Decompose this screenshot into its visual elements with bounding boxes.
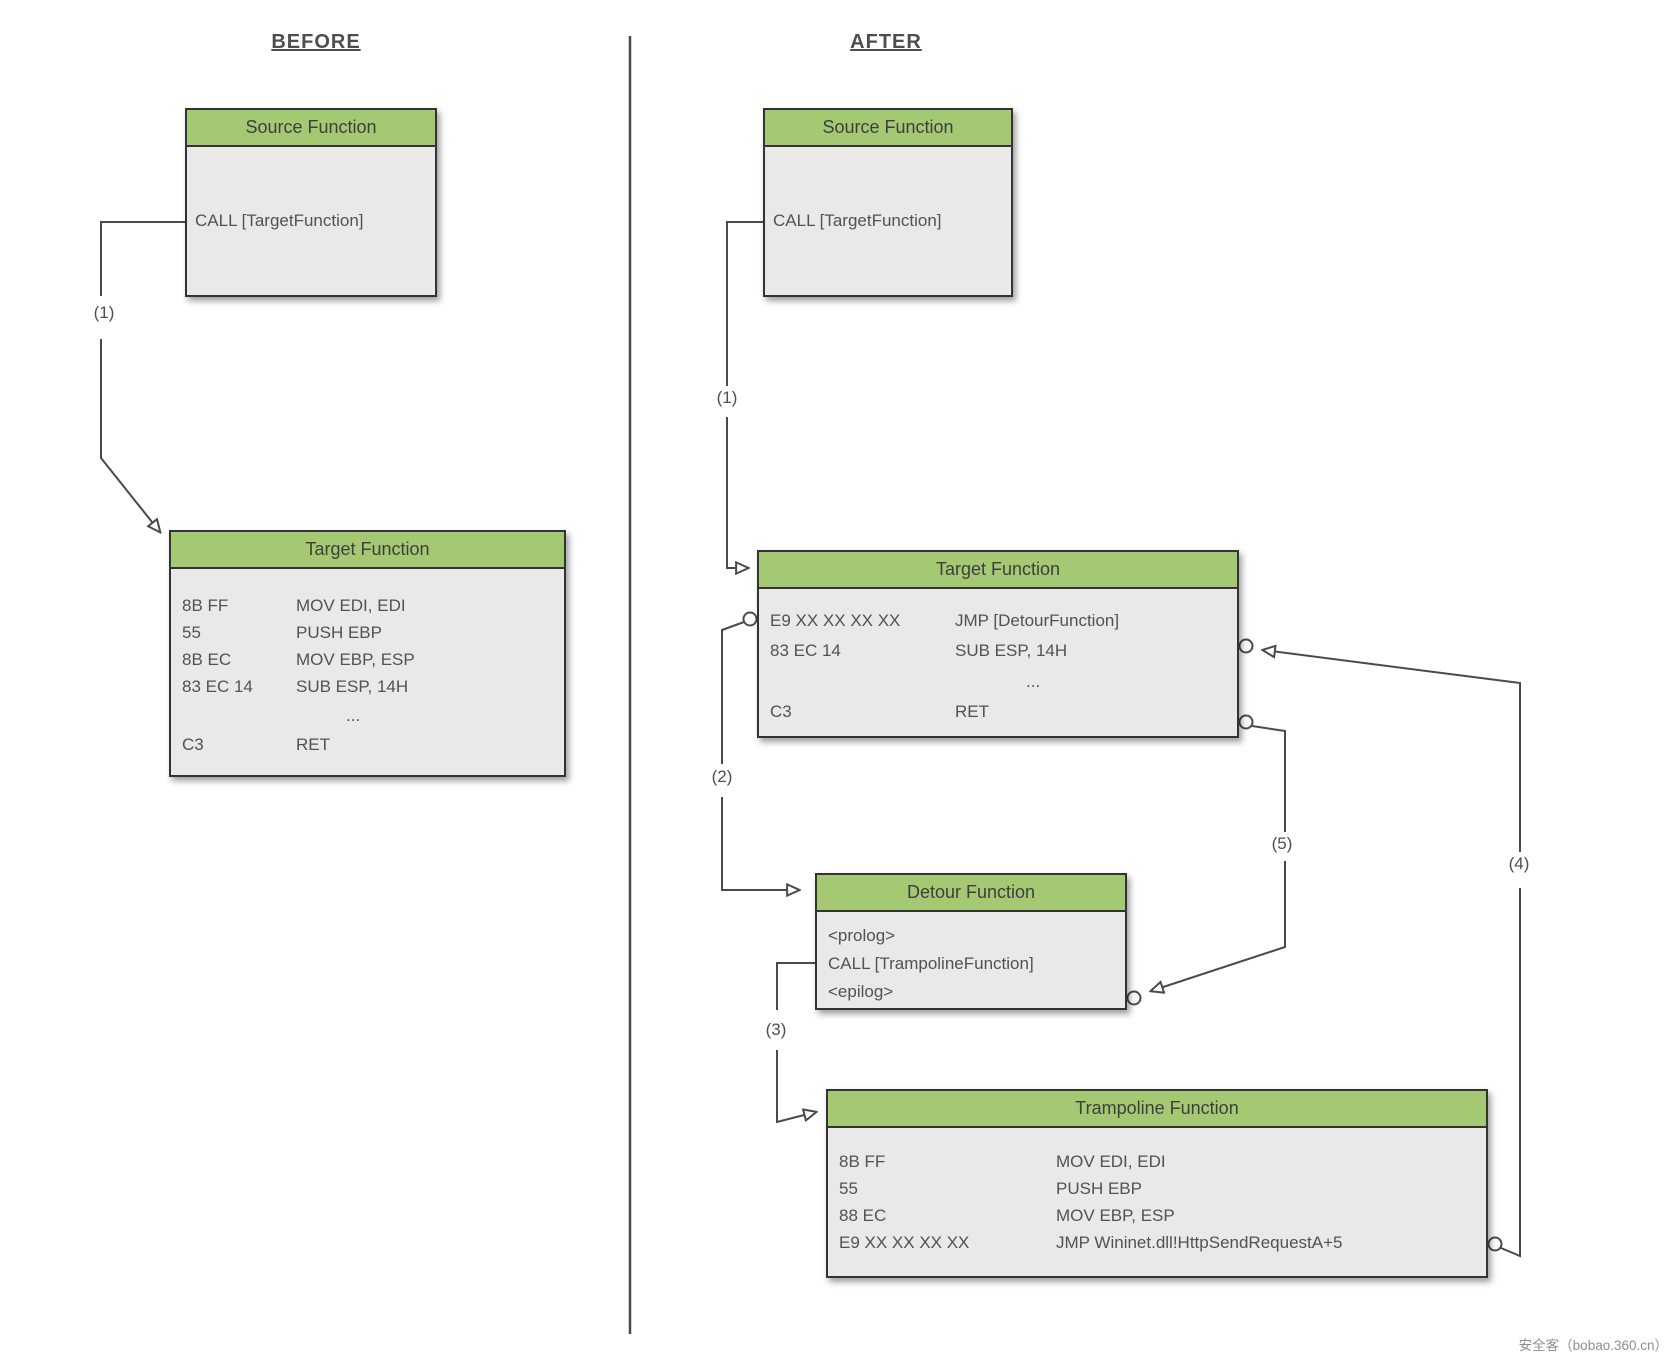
- step-label-1-after: (1): [716, 388, 738, 407]
- asm-mnemonic: RET: [955, 702, 989, 721]
- step-label-1-before: (1): [93, 303, 115, 322]
- asm-row: 88 EC MOV EBP, ESP: [839, 1202, 1486, 1229]
- asm-bytes: 8B EC: [182, 650, 232, 669]
- before-source-call-instruction: CALL [TargetFunction]: [195, 211, 364, 230]
- asm-row: 55 PUSH EBP: [182, 619, 564, 646]
- after-call-arrow: [726, 417, 748, 568]
- asm-bytes: 83 EC 14: [182, 677, 253, 696]
- before-target-function-header: Target Function: [171, 532, 564, 569]
- asm-mnemonic: SUB ESP, 14H: [955, 641, 1068, 660]
- before-title: BEFORE: [271, 31, 361, 53]
- asm-row: E9 XX XX XX XX JMP [DetourFunction]: [770, 606, 1237, 636]
- asm-row: E9 XX XX XX XX JMP Wininet.dll!HttpSendRe…: [839, 1229, 1486, 1256]
- asm-bytes: 55: [182, 623, 201, 642]
- after-target-function-box: Target Function E9 XX XX XX XX JMP [Detou…: [757, 550, 1239, 738]
- asm-mnemonic: PUSH EBP: [296, 623, 382, 642]
- asm-mnemonic: MOV EBP, ESP: [1056, 1206, 1175, 1225]
- jmp-detour-arrow: [721, 797, 799, 890]
- jmp-detour-line-upper: [721, 621, 745, 764]
- asm-row: 8B FF MOV EDI, EDI: [839, 1148, 1486, 1175]
- asm-mnemonic: MOV EDI, EDI: [1056, 1152, 1166, 1171]
- asm-row: 83 EC 14 SUB ESP, 14H: [182, 673, 564, 700]
- step-label-2: (2): [711, 767, 733, 786]
- asm-bytes: 83 EC 14: [770, 641, 841, 660]
- after-title: AFTER: [850, 31, 922, 53]
- detour-call-line: CALL [TrampolineFunction]: [828, 954, 1034, 973]
- asm-mnemonic: JMP [DetourFunction]: [955, 611, 1120, 630]
- asm-ellipsis: ...: [346, 706, 361, 725]
- connector-dot-target-jmp: [742, 611, 758, 627]
- asm-mnemonic: RET: [296, 735, 330, 754]
- asm-row: 55 PUSH EBP: [839, 1175, 1486, 1202]
- asm-bytes: 55: [839, 1179, 858, 1198]
- connector-dot-detour-epilog: [1126, 990, 1142, 1006]
- asm-row: 8B EC MOV EBP, ESP: [182, 646, 564, 673]
- detour-epilog-line: <epilog>: [828, 982, 894, 1001]
- asm-row-ret: C3 RET: [770, 698, 1237, 725]
- after-source-function-box: Source Function CALL [TargetFunction]: [763, 108, 1013, 297]
- connector-dot-target-ret: [1238, 714, 1254, 730]
- after-call-line-upper: [726, 221, 763, 386]
- asm-bytes: 88 EC: [839, 1206, 887, 1225]
- after-detour-function-header: Detour Function: [817, 875, 1125, 912]
- asm-bytes: E9 XX XX XX XX: [770, 611, 901, 630]
- connector-dot-trampoline-jmp: [1487, 1236, 1503, 1252]
- after-trampoline-function-box: Trampoline Function 8B FF MOV EDI, EDI 55…: [826, 1089, 1488, 1278]
- asm-bytes: C3: [770, 702, 792, 721]
- step-label-5: (5): [1271, 834, 1293, 853]
- after-source-function-header: Source Function: [765, 110, 1011, 147]
- before-source-function-header: Source Function: [187, 110, 435, 147]
- call-trampoline-line-upper: [776, 962, 815, 1010]
- asm-mnemonic: SUB ESP, 14H: [296, 677, 409, 696]
- asm-row: 83 EC 14 SUB ESP, 14H: [770, 636, 1237, 666]
- before-call-line-upper: [100, 221, 185, 296]
- before-call-arrow: [100, 339, 160, 532]
- after-source-call-instruction: CALL [TargetFunction]: [773, 211, 942, 230]
- connector-dot-target-sub: [1238, 638, 1254, 654]
- step-label-4: (4): [1508, 854, 1530, 873]
- before-source-function-box: Source Function CALL [TargetFunction]: [185, 108, 437, 297]
- asm-bytes: E9 XX XX XX XX: [839, 1233, 970, 1252]
- step-label-3: (3): [765, 1020, 787, 1039]
- after-detour-function-box: Detour Function <prolog> CALL [Trampolin…: [815, 873, 1127, 1010]
- asm-ellipsis: ...: [1026, 672, 1041, 691]
- ret-to-detour-line-upper: [1251, 725, 1286, 832]
- ret-to-detour-arrow: [1151, 861, 1286, 991]
- jmp-back-arrow: [1263, 650, 1521, 852]
- asm-row-ret: C3 RET: [182, 731, 564, 758]
- asm-mnemonic: JMP Wininet.dll!HttpSendRequestA+5: [1056, 1233, 1343, 1252]
- jmp-back-line-lower: [1500, 888, 1521, 1258]
- before-target-function-box: Target Function 8B FF MOV EDI, EDI 55 PUSH…: [169, 530, 566, 777]
- asm-row: 8B FF MOV EDI, EDI: [182, 592, 564, 619]
- asm-bytes: 8B FF: [182, 596, 229, 615]
- after-target-function-header: Target Function: [759, 552, 1237, 589]
- after-trampoline-function-header: Trampoline Function: [828, 1091, 1486, 1128]
- asm-mnemonic: MOV EBP, ESP: [296, 650, 415, 669]
- watermark-text: 安全客（bobao.360.cn）: [1518, 1338, 1668, 1353]
- call-trampoline-arrow: [776, 1050, 816, 1124]
- asm-bytes: 8B FF: [839, 1152, 886, 1171]
- detour-prolog-line: <prolog>: [828, 926, 896, 945]
- asm-mnemonic: PUSH EBP: [1056, 1179, 1142, 1198]
- asm-mnemonic: MOV EDI, EDI: [296, 596, 406, 615]
- asm-bytes: C3: [182, 735, 204, 754]
